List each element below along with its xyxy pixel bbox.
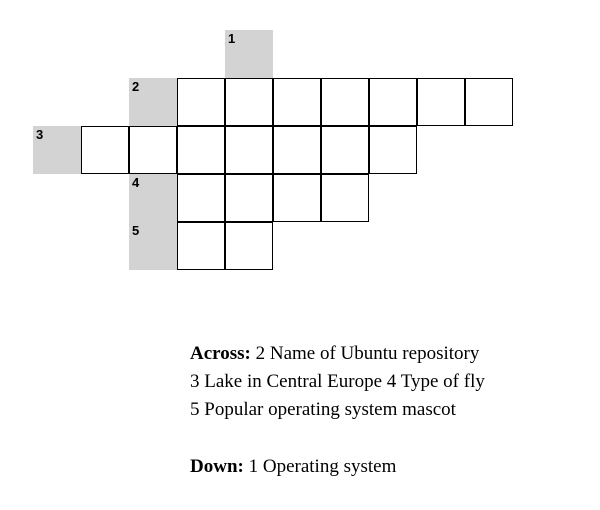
- clues-panel: Across: 2 Name of Ubuntu repository 3 La…: [190, 340, 590, 481]
- answer-cell-2-6[interactable]: [417, 78, 465, 126]
- clue-number-3: 3: [36, 127, 44, 142]
- clue-number-cell-2: 2: [129, 78, 177, 126]
- answer-cell-2-5[interactable]: [369, 78, 417, 126]
- answer-cell-4-1[interactable]: [177, 174, 225, 222]
- answer-cell-2-7[interactable]: [465, 78, 513, 126]
- across-clue-line-2: 3 Lake in Central Europe 4 Type of fly: [190, 371, 485, 392]
- clue-number-cell-5: 5: [129, 222, 177, 270]
- clue-number-4: 4: [132, 175, 140, 190]
- answer-cell-5-1[interactable]: [177, 222, 225, 270]
- down-clue-line-1: Down: 1 Operating system: [190, 453, 590, 481]
- across-clue-2: 2 Name of Ubuntu repository: [250, 343, 480, 364]
- across-heading: Across:: [190, 343, 251, 364]
- answer-cell-5-2[interactable]: [225, 222, 273, 270]
- answer-cell-3-4[interactable]: [225, 126, 273, 174]
- answer-cell-3-6[interactable]: [321, 126, 369, 174]
- answer-cell-3-5[interactable]: [273, 126, 321, 174]
- answer-cell-4-4[interactable]: [321, 174, 369, 222]
- answer-cell-4-3[interactable]: [273, 174, 321, 222]
- clue-number-5: 5: [132, 223, 140, 238]
- across-clue-line-3: 5 Popular operating system mascot: [190, 399, 456, 420]
- clue-number-2: 2: [132, 79, 140, 94]
- answer-cell-3-7[interactable]: [369, 126, 417, 174]
- across-clue-line-1: Across: 2 Name of Ubuntu repository: [190, 340, 590, 368]
- answer-cell-2-1[interactable]: [177, 78, 225, 126]
- answer-cell-2-4[interactable]: [321, 78, 369, 126]
- down-clue-1: 1 Operating system: [243, 456, 397, 477]
- answer-cell-3-2[interactable]: [129, 126, 177, 174]
- crossword-grid: 1 2 3 4 5: [33, 30, 513, 270]
- answer-cell-4-2[interactable]: [225, 174, 273, 222]
- clue-number-cell-3: 3: [33, 126, 81, 174]
- clue-number-cell-1: 1: [225, 30, 273, 78]
- down-heading: Down:: [190, 456, 244, 477]
- clue-number-cell-4: 4: [129, 174, 177, 222]
- answer-cell-3-3[interactable]: [177, 126, 225, 174]
- answer-cell-3-1[interactable]: [81, 126, 129, 174]
- clue-number-1: 1: [228, 31, 236, 46]
- answer-cell-2-2[interactable]: [225, 78, 273, 126]
- answer-cell-2-3[interactable]: [273, 78, 321, 126]
